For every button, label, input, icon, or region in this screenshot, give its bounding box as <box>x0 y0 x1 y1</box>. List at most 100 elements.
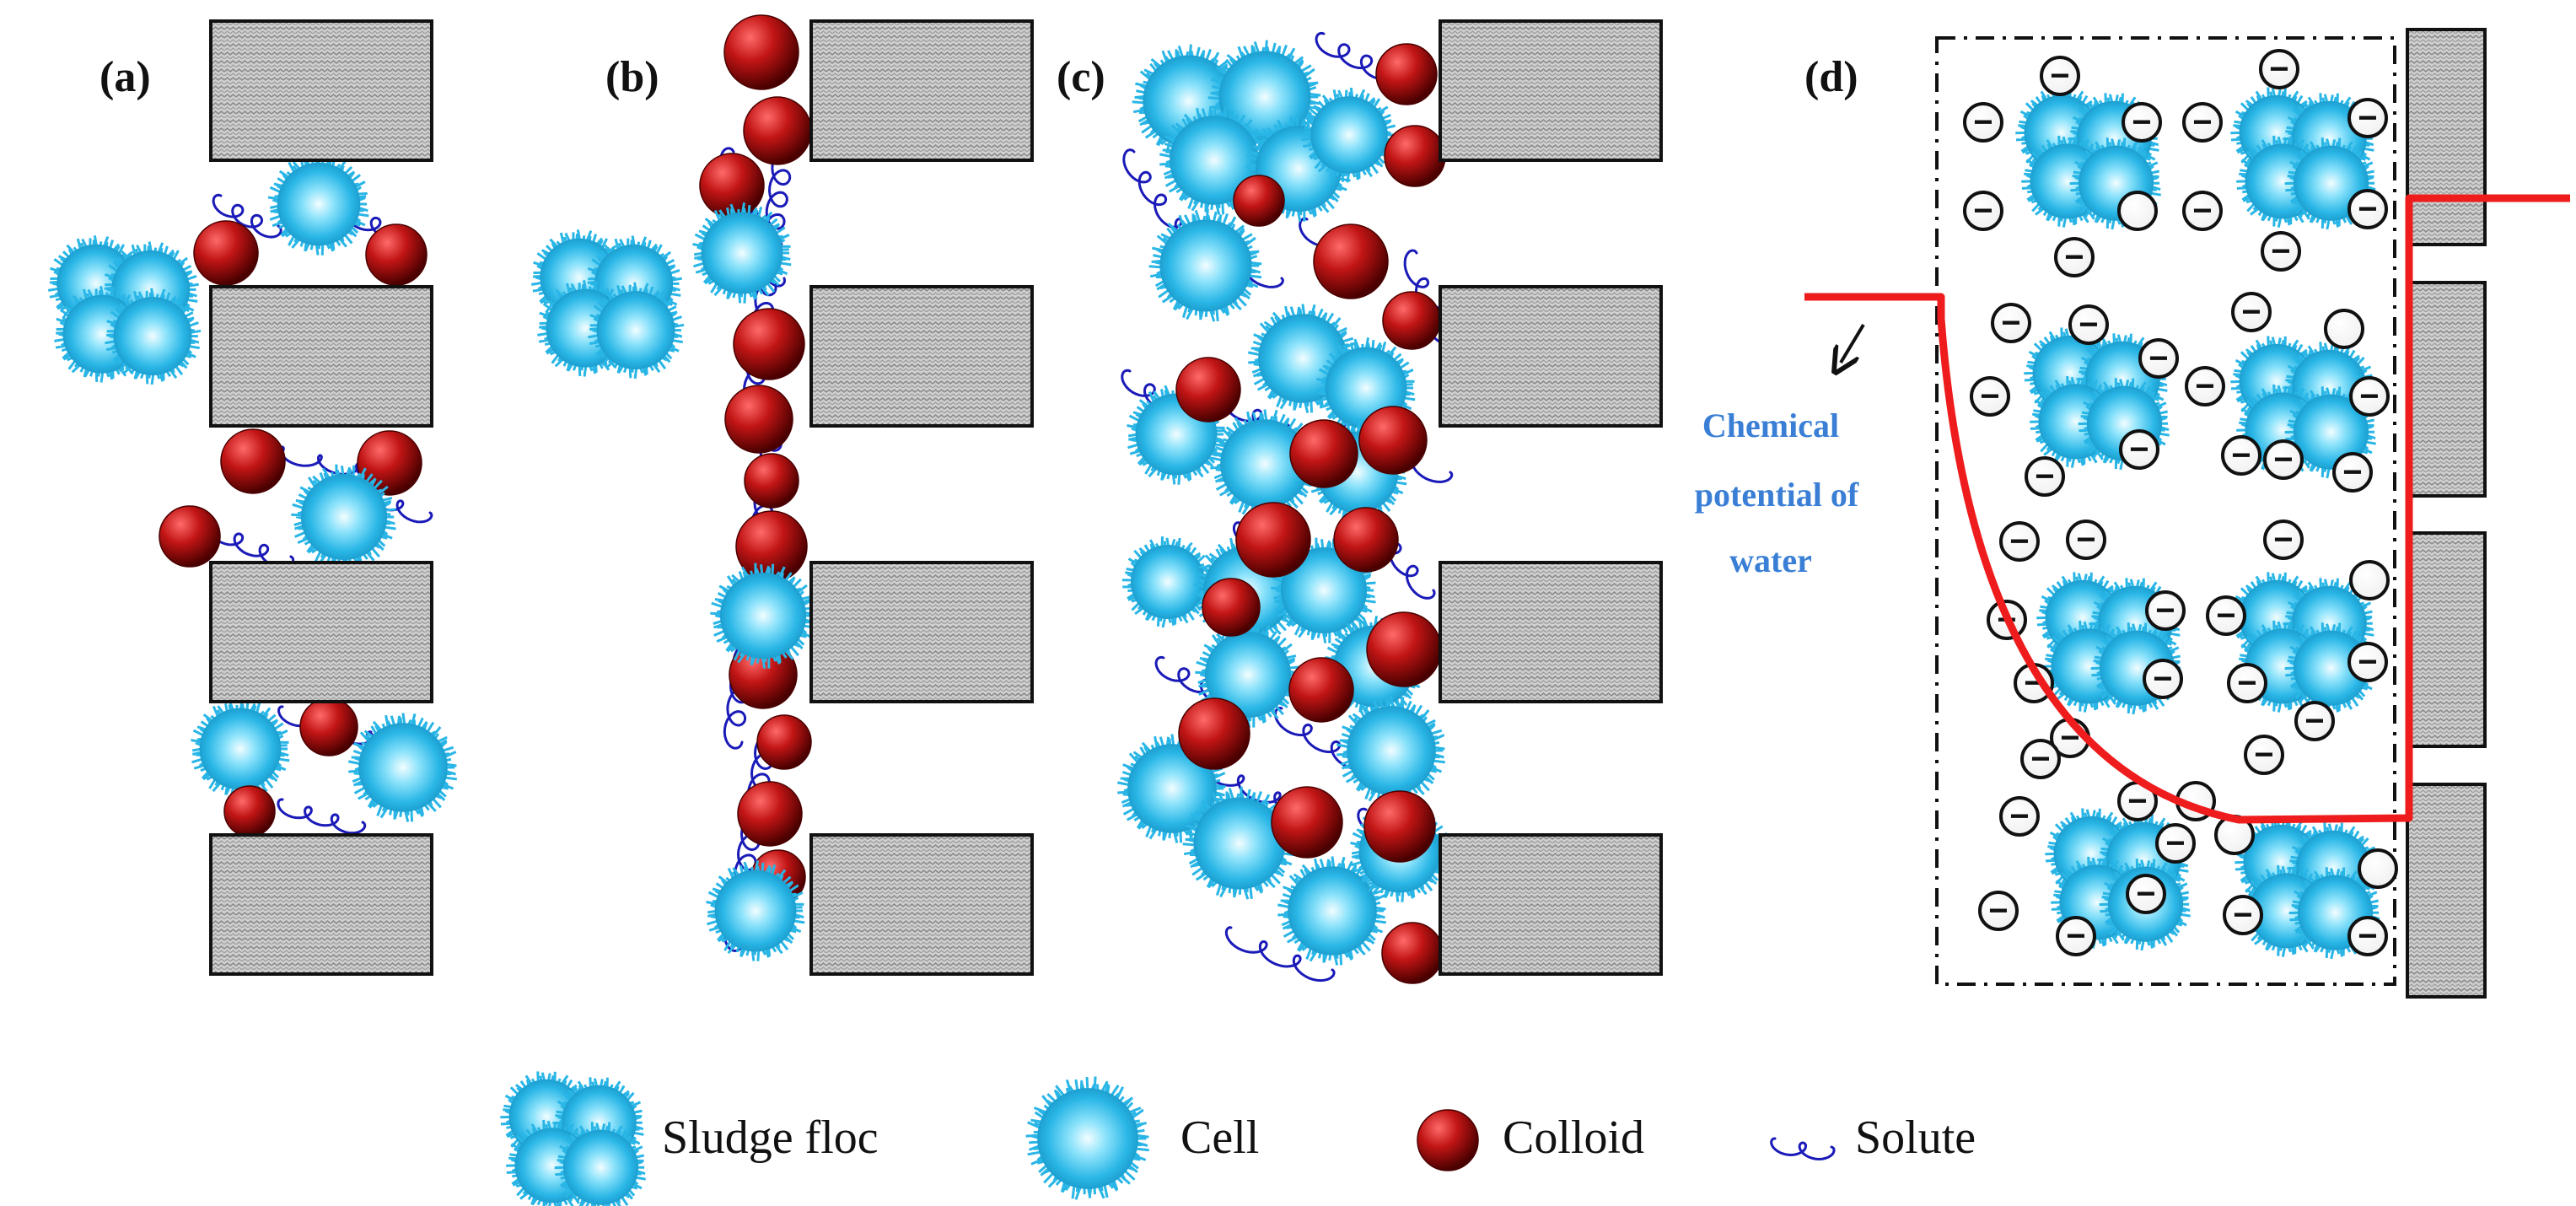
cell-icon <box>267 152 369 256</box>
sludge-floc-icon <box>2015 87 2161 230</box>
cell-icon <box>348 713 457 822</box>
legend-label-solute: Solute <box>1855 1112 1976 1164</box>
charge-sign: − <box>2079 306 2098 343</box>
charge-sign: − <box>2165 825 2185 862</box>
charge-icon: − <box>2182 191 2223 231</box>
solute-icon <box>277 798 367 835</box>
charge-icon: − <box>2223 895 2263 935</box>
solute-icon <box>1224 926 1336 983</box>
colloid-icon <box>365 223 428 286</box>
cell-icon <box>710 563 815 669</box>
charge-sign: − <box>2358 100 2377 137</box>
colloid-icon <box>756 714 812 770</box>
colloid-icon <box>1271 786 1343 859</box>
membrane-block <box>1439 285 1663 428</box>
colloid-icon <box>1384 125 1446 187</box>
charge-icon: − <box>2294 701 2335 741</box>
charge-icon: − <box>2182 102 2223 143</box>
membrane-block <box>809 19 1034 162</box>
membrane-layer <box>209 19 2487 999</box>
colloid-icon <box>743 96 812 165</box>
charge-sign: − <box>2237 665 2256 702</box>
charge-icon: − <box>2221 435 2261 476</box>
cell-icon <box>1148 208 1262 322</box>
charge-sign: − <box>2233 896 2252 934</box>
sludge-floc-icon <box>500 1071 646 1206</box>
charge-sign: − <box>2342 454 2362 491</box>
charge-sign: − <box>2127 783 2147 820</box>
cell-icon <box>1336 696 1445 805</box>
charge-icon: − <box>2259 49 2299 89</box>
charge-icon: − <box>2263 439 2304 480</box>
colloid-icon <box>1233 175 1285 227</box>
charge-icon: − <box>2349 376 2390 417</box>
sludge-floc-icon <box>2024 327 2170 471</box>
colloid-icon <box>1288 657 1354 723</box>
membrane-block <box>209 561 433 703</box>
colloid-icon <box>220 428 286 494</box>
charge-icon: − <box>2227 663 2267 703</box>
charge-icon <box>2358 848 2398 889</box>
sludge-floc-icon <box>530 229 685 380</box>
charge-icon: − <box>2261 231 2301 272</box>
cell-icon <box>191 698 290 800</box>
solute-icon <box>1315 31 1396 81</box>
charge-icon: − <box>2263 520 2304 560</box>
panel-d-osmotic-layer: −−−−−−−−−−−−−−−−−−−−−−−−−−−−−−−−−−−−−−−−… <box>1804 36 2570 986</box>
membrane-block <box>809 833 1034 976</box>
charge-icon: − <box>2143 659 2183 699</box>
membrane-block <box>2406 28 2487 246</box>
charge-sign: − <box>1973 192 1993 229</box>
colloid-icon <box>1417 1109 1479 1171</box>
cell-icon <box>588 282 685 380</box>
cell-icon <box>1301 87 1396 183</box>
arrow-icon <box>1841 323 1865 363</box>
charge-sign: − <box>2132 104 2151 141</box>
colloid-icon <box>1178 697 1250 770</box>
sludge-floc-icon <box>2230 336 2376 479</box>
charge-sign: − <box>2009 798 2029 835</box>
colloid-icon <box>1235 502 1311 578</box>
charge-icon: − <box>2347 98 2388 138</box>
membrane-block <box>209 833 433 976</box>
annotation-line-1: Chemical <box>1702 406 1839 444</box>
charge-icon: − <box>1991 303 2031 343</box>
charge-icon: − <box>2056 916 2096 956</box>
colloid-icon <box>1289 419 1358 488</box>
charge-sign: − <box>2359 378 2379 415</box>
charge-icon: − <box>2155 823 2196 864</box>
chemical-potential-annotation: Chemical potential of water <box>1695 406 1859 579</box>
legend-label-colloid: Colloid <box>1503 1112 1644 1164</box>
colloid-icon <box>1202 578 1261 637</box>
charge-sign: − <box>2153 660 2172 697</box>
sludge-floc-icon <box>47 235 202 385</box>
colloid-icon <box>724 385 793 454</box>
charge-icon: − <box>2040 56 2080 96</box>
charge-sign: − <box>2155 592 2175 629</box>
charge-sign: − <box>2254 736 2273 773</box>
charge-icon: − <box>2126 874 2166 914</box>
charge-icon: − <box>1963 191 2003 231</box>
annotation-line-2: potential of <box>1695 476 1859 514</box>
charge-sign: − <box>2269 51 2288 88</box>
charge-icon: − <box>2014 663 2054 703</box>
membrane-block <box>809 561 1034 703</box>
charge-sign: − <box>2129 431 2148 468</box>
colloid-icon <box>1375 43 1438 105</box>
colloid-icon <box>193 220 259 286</box>
cell-icon <box>105 288 202 385</box>
cell-icon <box>291 464 396 570</box>
colloid-icon <box>1175 357 1241 423</box>
charge-icon: − <box>1999 796 2040 837</box>
cell-icon <box>692 202 792 304</box>
colloid-icon <box>299 697 358 756</box>
charge-icon: − <box>2119 429 2159 470</box>
membrane-block <box>2406 531 2487 748</box>
colloid-icon <box>744 453 799 509</box>
charge-sign: − <box>2273 521 2293 558</box>
charge-sign: − <box>2009 523 2029 560</box>
charge-icon: − <box>2066 520 2106 560</box>
annotation-line-3: water <box>1729 541 1812 579</box>
panel-label-c: (c) <box>1057 53 1105 101</box>
charge-icon: − <box>2244 735 2284 775</box>
